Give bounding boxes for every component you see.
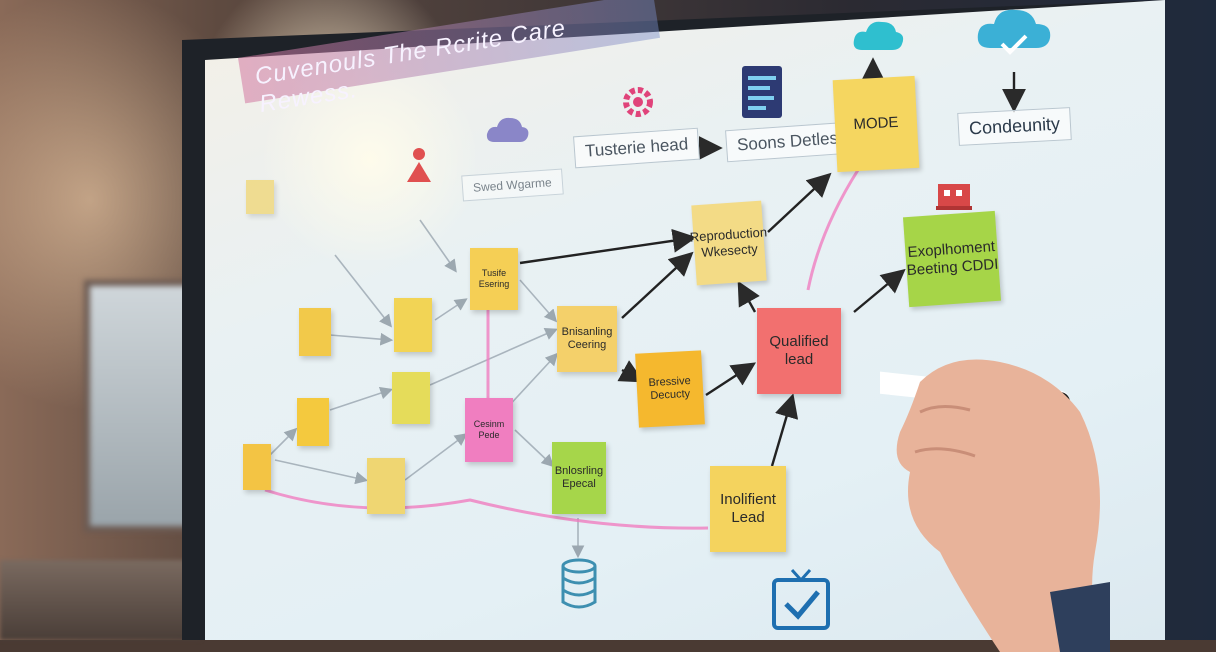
note-business: Bressive Decucty (635, 350, 705, 428)
note-blank (367, 458, 405, 514)
note-blank (299, 308, 331, 356)
note-small-b: Cesinm Pede (465, 398, 513, 462)
cloud-check-icon (977, 9, 1051, 55)
desk (0, 560, 200, 640)
checkbox-monitor-icon (772, 568, 830, 630)
note-small-a: Tusife Esering (470, 248, 518, 310)
note-blank (243, 444, 271, 490)
note-blank (392, 372, 430, 424)
building-icon (936, 184, 972, 210)
note-blank (394, 298, 432, 352)
document-icon (742, 66, 782, 118)
note-qualified-lead: Qualified lead (757, 308, 841, 394)
gear-icon (623, 87, 653, 117)
label-condeunity: Condeunity (957, 107, 1072, 146)
cloud-icon (486, 117, 529, 142)
note-blank (297, 398, 329, 446)
note-blank (246, 180, 274, 214)
note-explotment: Exoplhoment Beeting CDDI (902, 210, 1002, 308)
note-inolifient-lead: Inolifient Lead (710, 466, 786, 552)
person-icon (407, 148, 431, 182)
database-icon (561, 558, 597, 609)
note-billing: Bnlosrling Epecal (552, 442, 606, 514)
cloud-icon (853, 21, 904, 50)
hand-with-marker (880, 359, 1110, 652)
note-mode: MODE (832, 75, 920, 173)
note-onboarding: Bnisanling Ceering (557, 306, 617, 372)
note-reproduction: Reproduction Wkesecty (689, 200, 768, 286)
